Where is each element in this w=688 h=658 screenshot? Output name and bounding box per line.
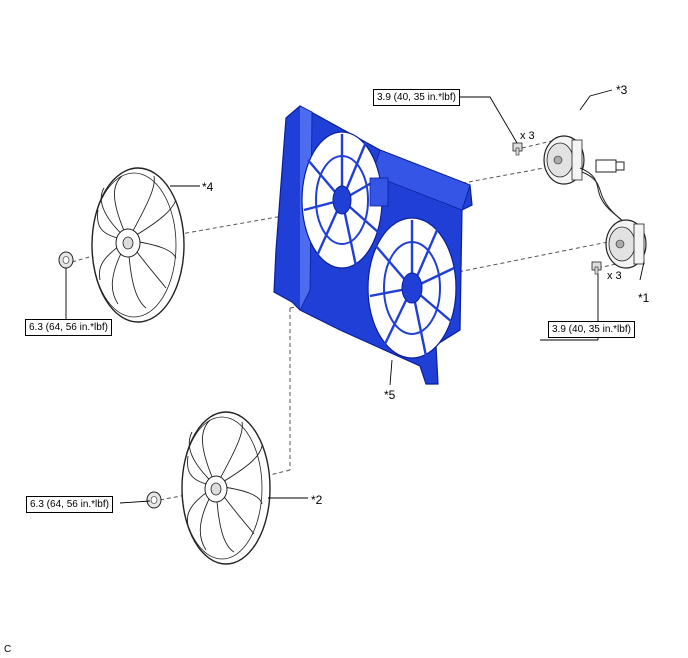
leader-lines — [65, 89, 645, 504]
callout-4: *4 — [202, 180, 214, 194]
motor-wire-harness — [579, 159, 631, 229]
quantity-top: x 3 — [520, 130, 535, 142]
fan-motor-upper — [543, 135, 585, 185]
fan-motor-lower — [605, 219, 647, 269]
nut-upper — [58, 251, 74, 269]
fan-shroud — [273, 105, 473, 385]
torque-spec-fan-nut-lower: 6.3 (64, 56 in.*lbf) — [26, 496, 113, 513]
torque-spec-fan-nut-upper: 6.3 (64, 56 in.*lbf) — [25, 319, 112, 336]
torque-spec-motor-top: 3.9 (40, 35 in.*lbf) — [373, 89, 460, 106]
figure-id: C — [4, 644, 12, 655]
cooling-fan-lower — [181, 411, 271, 565]
callout-3: *3 — [616, 83, 628, 97]
callout-5: *5 — [384, 388, 396, 402]
torque-spec-motor-bottom: 3.9 (40, 35 in.*lbf) — [548, 321, 635, 338]
quantity-bottom: x 3 — [607, 270, 622, 282]
bolt-top — [512, 142, 523, 156]
cooling-fan-upper — [91, 167, 185, 323]
bolt-bottom — [591, 261, 602, 275]
callout-1: *1 — [638, 291, 650, 305]
nut-lower — [146, 491, 162, 509]
callout-2: *2 — [311, 493, 323, 507]
